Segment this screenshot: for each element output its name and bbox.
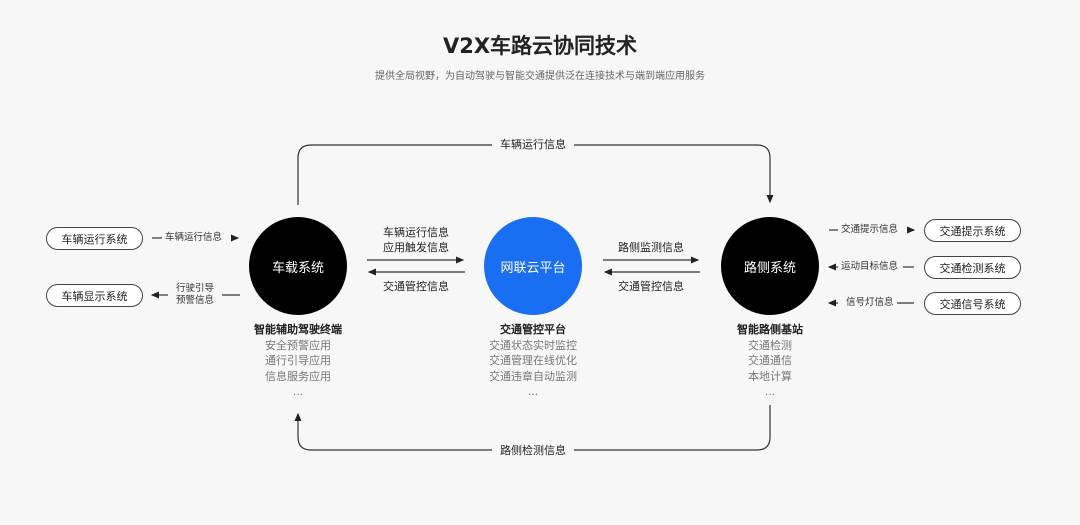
v2c-flow-label-1: 车辆运行信息 xyxy=(383,226,449,239)
cloud-caption: 交通管控平台 交通状态实时监控 交通管理在线优化 交通违章自动监测 ... xyxy=(489,322,577,400)
roadside-system-node: 路侧系统 xyxy=(721,217,819,315)
vehicle-operation-system: 车辆运行系统 xyxy=(46,227,143,250)
signal-flow-label: 信号灯信息 xyxy=(846,297,894,308)
r2c-flow-label: 路侧监测信息 xyxy=(618,241,684,254)
vehicle-system-node: 车载系统 xyxy=(249,217,347,315)
caption-item: 交通状态实时监控 xyxy=(489,338,577,352)
caption-item: 本地计算 xyxy=(748,369,792,383)
caption-title: 交通管控平台 xyxy=(500,323,566,336)
top-loop-arrow xyxy=(297,144,774,205)
page-title: V2X车路云协同技术 xyxy=(442,34,638,58)
vehicle-operation-flow-label: 车辆运行信息 xyxy=(165,232,223,243)
caption-item: ... xyxy=(764,385,776,398)
bottom-flow-label: 路侧检测信息 xyxy=(492,443,574,458)
traffic-prompt-system: 交通提示系统 xyxy=(924,219,1021,242)
v2c-flow-label-2: 应用触发信息 xyxy=(383,241,449,254)
page-subtitle: 提供全局视野，为自动驾驶与智能交通提供泛在连接技术与端到端应用服务 xyxy=(375,71,705,82)
caption-item: 通行引导应用 xyxy=(265,354,331,367)
caption-item: 信息服务应用 xyxy=(265,369,331,383)
caption-item: 安全预警应用 xyxy=(265,338,331,352)
top-flow-label: 车辆运行信息 xyxy=(492,137,574,152)
motion-target-flow-label: 运动目标信息 xyxy=(841,261,899,272)
traffic-prompt-flow-label: 交通提示信息 xyxy=(841,224,899,235)
display-flow-label-2: 预警信息 xyxy=(176,295,215,306)
caption-item: 交通管理在线优化 xyxy=(489,354,577,367)
vehicle-caption: 智能辅助驾驶终端 安全预警应用 通行引导应用 信息服务应用 ... xyxy=(254,322,342,400)
display-flow-label-1: 行驶引导 xyxy=(176,283,215,294)
roadside-caption: 智能路侧基站 交通检测 交通通信 本地计算 ... xyxy=(737,322,803,400)
c2r-flow-label: 交通管控信息 xyxy=(618,280,684,293)
c2v-flow-label: 交通管控信息 xyxy=(383,280,449,293)
traffic-signal-system: 交通信号系统 xyxy=(924,292,1021,315)
caption-item: ... xyxy=(527,385,539,398)
caption-item: 交通违章自动监测 xyxy=(489,369,577,383)
caption-title: 智能辅助驾驶终端 xyxy=(254,323,342,336)
caption-title: 智能路侧基站 xyxy=(737,323,803,336)
caption-item: 交通通信 xyxy=(748,354,792,367)
caption-item: ... xyxy=(292,385,304,398)
caption-item: 交通检测 xyxy=(748,338,792,352)
cloud-platform-node: 网联云平台 xyxy=(484,217,582,315)
vehicle-display-system: 车辆显示系统 xyxy=(46,284,143,307)
traffic-detection-system: 交通检测系统 xyxy=(924,256,1021,279)
